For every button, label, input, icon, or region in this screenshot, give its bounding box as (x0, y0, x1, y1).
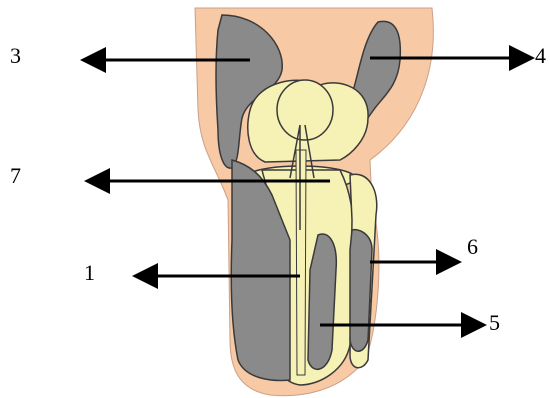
label-4: 4 (535, 45, 546, 67)
kneecap (277, 80, 333, 140)
right-lower-gray-region (350, 230, 372, 352)
central-cord (296, 150, 306, 375)
label-7: 7 (10, 165, 21, 187)
arrow-6 (370, 249, 462, 275)
label-3: 3 (10, 45, 21, 67)
label-6: 6 (467, 236, 478, 258)
label-5: 5 (489, 312, 500, 334)
label-1: 1 (84, 262, 95, 284)
